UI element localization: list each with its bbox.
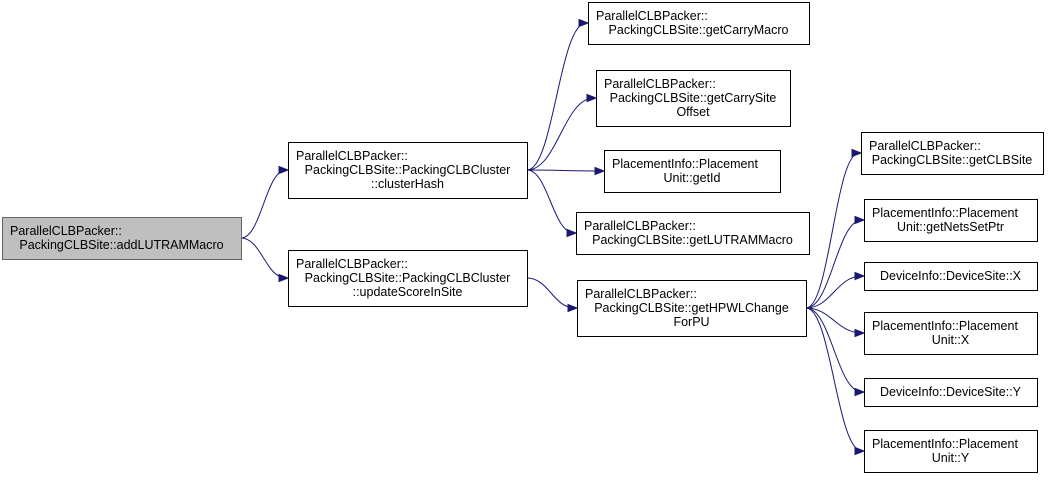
edge-clusterHash-to-getCarrySiteOffset <box>526 97 595 171</box>
node-getCarrySiteOffset[interactable]: ParallelCLBPacker::PackingCLBSite::getCa… <box>596 70 791 127</box>
node-label-updateScoreInSite-line-0: ParallelCLBPacker:: <box>296 257 408 271</box>
node-deviceSiteX[interactable]: DeviceInfo::DeviceSite::X <box>864 262 1038 291</box>
node-box-clusterHash <box>288 142 528 199</box>
edge-getHPWLChangeForPU-to-getCLBSite <box>805 152 860 309</box>
node-clusterHash[interactable]: ParallelCLBPacker::PackingCLBSite::Packi… <box>288 142 528 199</box>
node-label-getId-line-0: PlacementInfo::Placement <box>612 157 758 171</box>
node-label-getNetsSetPtr-line-1: Unit::getNetsSetPtr <box>897 220 1004 234</box>
node-label-placementUnitX-line-1: Unit::X <box>932 333 970 347</box>
arrowhead-getLUTRAMMacro <box>566 228 578 238</box>
node-label-getCarryMacro-line-1: PackingCLBSite::getCarryMacro <box>609 23 789 37</box>
node-label-updateScoreInSite-line-1: PackingCLBSite::PackingCLBCluster <box>305 271 511 285</box>
node-label-getId-line-1: Unit::getId <box>664 171 721 185</box>
node-box-getCarrySiteOffset <box>596 70 791 127</box>
edge-clusterHash-to-getLUTRAMMacro <box>526 169 575 234</box>
node-label-placementUnitY-line-0: PlacementInfo::Placement <box>872 437 1018 451</box>
node-label-getCarryMacro-line-0: ParallelCLBPacker:: <box>596 9 708 23</box>
node-box-getNetsSetPtr <box>864 199 1038 242</box>
node-label-placementUnitX-line-0: PlacementInfo::Placement <box>872 319 1018 333</box>
node-getCLBSite[interactable]: ParallelCLBPacker::PackingCLBSite::getCL… <box>861 132 1044 175</box>
edge-getHPWLChangeForPU-to-deviceSiteY <box>805 307 863 393</box>
edge-updateScoreInSite-to-getHPWLChangeForPU <box>526 277 576 309</box>
node-label-getCLBSite-line-0: ParallelCLBPacker:: <box>869 139 981 153</box>
node-box-getId <box>604 150 781 193</box>
arrowhead-clusterHash <box>278 165 290 175</box>
arrowhead-getHPWLChangeForPU <box>567 303 579 313</box>
node-label-addLUTRAMMacro-line-1: PackingCLBSite::addLUTRAMMacro <box>19 238 223 252</box>
node-label-getCarrySiteOffset-line-2: Offset <box>676 105 710 119</box>
node-label-getHPWLChangeForPU-line-1: PackingCLBSite::getHPWLChange <box>594 301 789 315</box>
node-addLUTRAMMacro[interactable]: ParallelCLBPacker::PackingCLBSite::addLU… <box>2 217 242 260</box>
edge-clusterHash-to-getId <box>526 169 603 172</box>
node-label-getCarrySiteOffset-line-0: ParallelCLBPacker:: <box>604 77 716 91</box>
node-label-deviceSiteX-line-0: DeviceInfo::DeviceSite::X <box>880 269 1022 283</box>
node-getLUTRAMMacro[interactable]: ParallelCLBPacker::PackingCLBSite::getLU… <box>576 212 810 255</box>
node-label-getCarrySiteOffset-line-1: PackingCLBSite::getCarrySite <box>610 91 777 105</box>
arrowhead-deviceSiteY <box>854 387 866 397</box>
arrowhead-getNetsSetPtr <box>854 215 866 225</box>
node-label-updateScoreInSite-line-2: ::updateScoreInSite <box>353 285 463 299</box>
edge-getHPWLChangeForPU-to-getNetsSetPtr <box>805 219 863 309</box>
edges-layer <box>240 18 866 456</box>
node-label-getLUTRAMMacro-line-0: ParallelCLBPacker:: <box>584 219 696 233</box>
arrowhead-updateScoreInSite <box>278 273 290 283</box>
node-box-placementUnitX <box>864 312 1038 355</box>
arrowhead-getCarryMacro <box>578 18 590 28</box>
arrowhead-getCLBSite <box>851 148 863 158</box>
node-box-getCLBSite <box>861 132 1044 175</box>
node-label-placementUnitY-line-1: Unit::Y <box>932 451 970 465</box>
node-box-placementUnitY <box>864 430 1038 473</box>
node-label-getLUTRAMMacro-line-1: PackingCLBSite::getLUTRAMMacro <box>592 233 793 247</box>
edge-addLUTRAMMacro-to-updateScoreInSite <box>240 237 287 279</box>
node-updateScoreInSite[interactable]: ParallelCLBPacker::PackingCLBSite::Packi… <box>288 250 528 307</box>
node-label-getNetsSetPtr-line-0: PlacementInfo::Placement <box>872 206 1018 220</box>
arrowhead-getId <box>594 166 606 176</box>
edge-getHPWLChangeForPU-to-placementUnitY <box>805 307 863 452</box>
node-box-updateScoreInSite <box>288 250 528 307</box>
node-box-deviceSiteY <box>864 378 1038 407</box>
arrowhead-getCarrySiteOffset <box>586 93 598 103</box>
nodes-layer: ParallelCLBPacker::PackingCLBSite::addLU… <box>2 2 1044 473</box>
node-getNetsSetPtr[interactable]: PlacementInfo::PlacementUnit::getNetsSet… <box>864 199 1038 242</box>
edge-getHPWLChangeForPU-to-deviceSiteX <box>805 275 863 309</box>
node-box-getHPWLChangeForPU <box>577 280 807 337</box>
node-getHPWLChangeForPU[interactable]: ParallelCLBPacker::PackingCLBSite::getHP… <box>577 280 807 337</box>
node-getCarryMacro[interactable]: ParallelCLBPacker::PackingCLBSite::getCa… <box>588 2 810 45</box>
node-label-clusterHash-line-0: ParallelCLBPacker:: <box>296 149 408 163</box>
arrowhead-placementUnitX <box>854 328 866 338</box>
node-deviceSiteY[interactable]: DeviceInfo::DeviceSite::Y <box>864 378 1038 407</box>
node-label-addLUTRAMMacro-line-0: ParallelCLBPacker:: <box>10 224 122 238</box>
node-box-deviceSiteX <box>864 262 1038 291</box>
node-label-clusterHash-line-1: PackingCLBSite::PackingCLBCluster <box>305 163 511 177</box>
arrowhead-deviceSiteX <box>854 271 866 281</box>
node-box-getCarryMacro <box>588 2 810 45</box>
edge-addLUTRAMMacro-to-clusterHash <box>240 169 287 239</box>
node-box-addLUTRAMMacro <box>2 217 242 260</box>
node-label-deviceSiteY-line-0: DeviceInfo::DeviceSite::Y <box>880 385 1022 399</box>
edge-clusterHash-to-getCarryMacro <box>526 22 587 171</box>
arrowhead-placementUnitY <box>854 446 866 456</box>
node-label-clusterHash-line-2: ::clusterHash <box>371 177 444 191</box>
node-label-getCLBSite-line-1: PackingCLBSite::getCLBSite <box>872 153 1033 167</box>
node-label-getHPWLChangeForPU-line-0: ParallelCLBPacker:: <box>585 287 697 301</box>
node-box-getLUTRAMMacro <box>576 212 810 255</box>
node-label-getHPWLChangeForPU-line-2: ForPU <box>673 315 709 329</box>
